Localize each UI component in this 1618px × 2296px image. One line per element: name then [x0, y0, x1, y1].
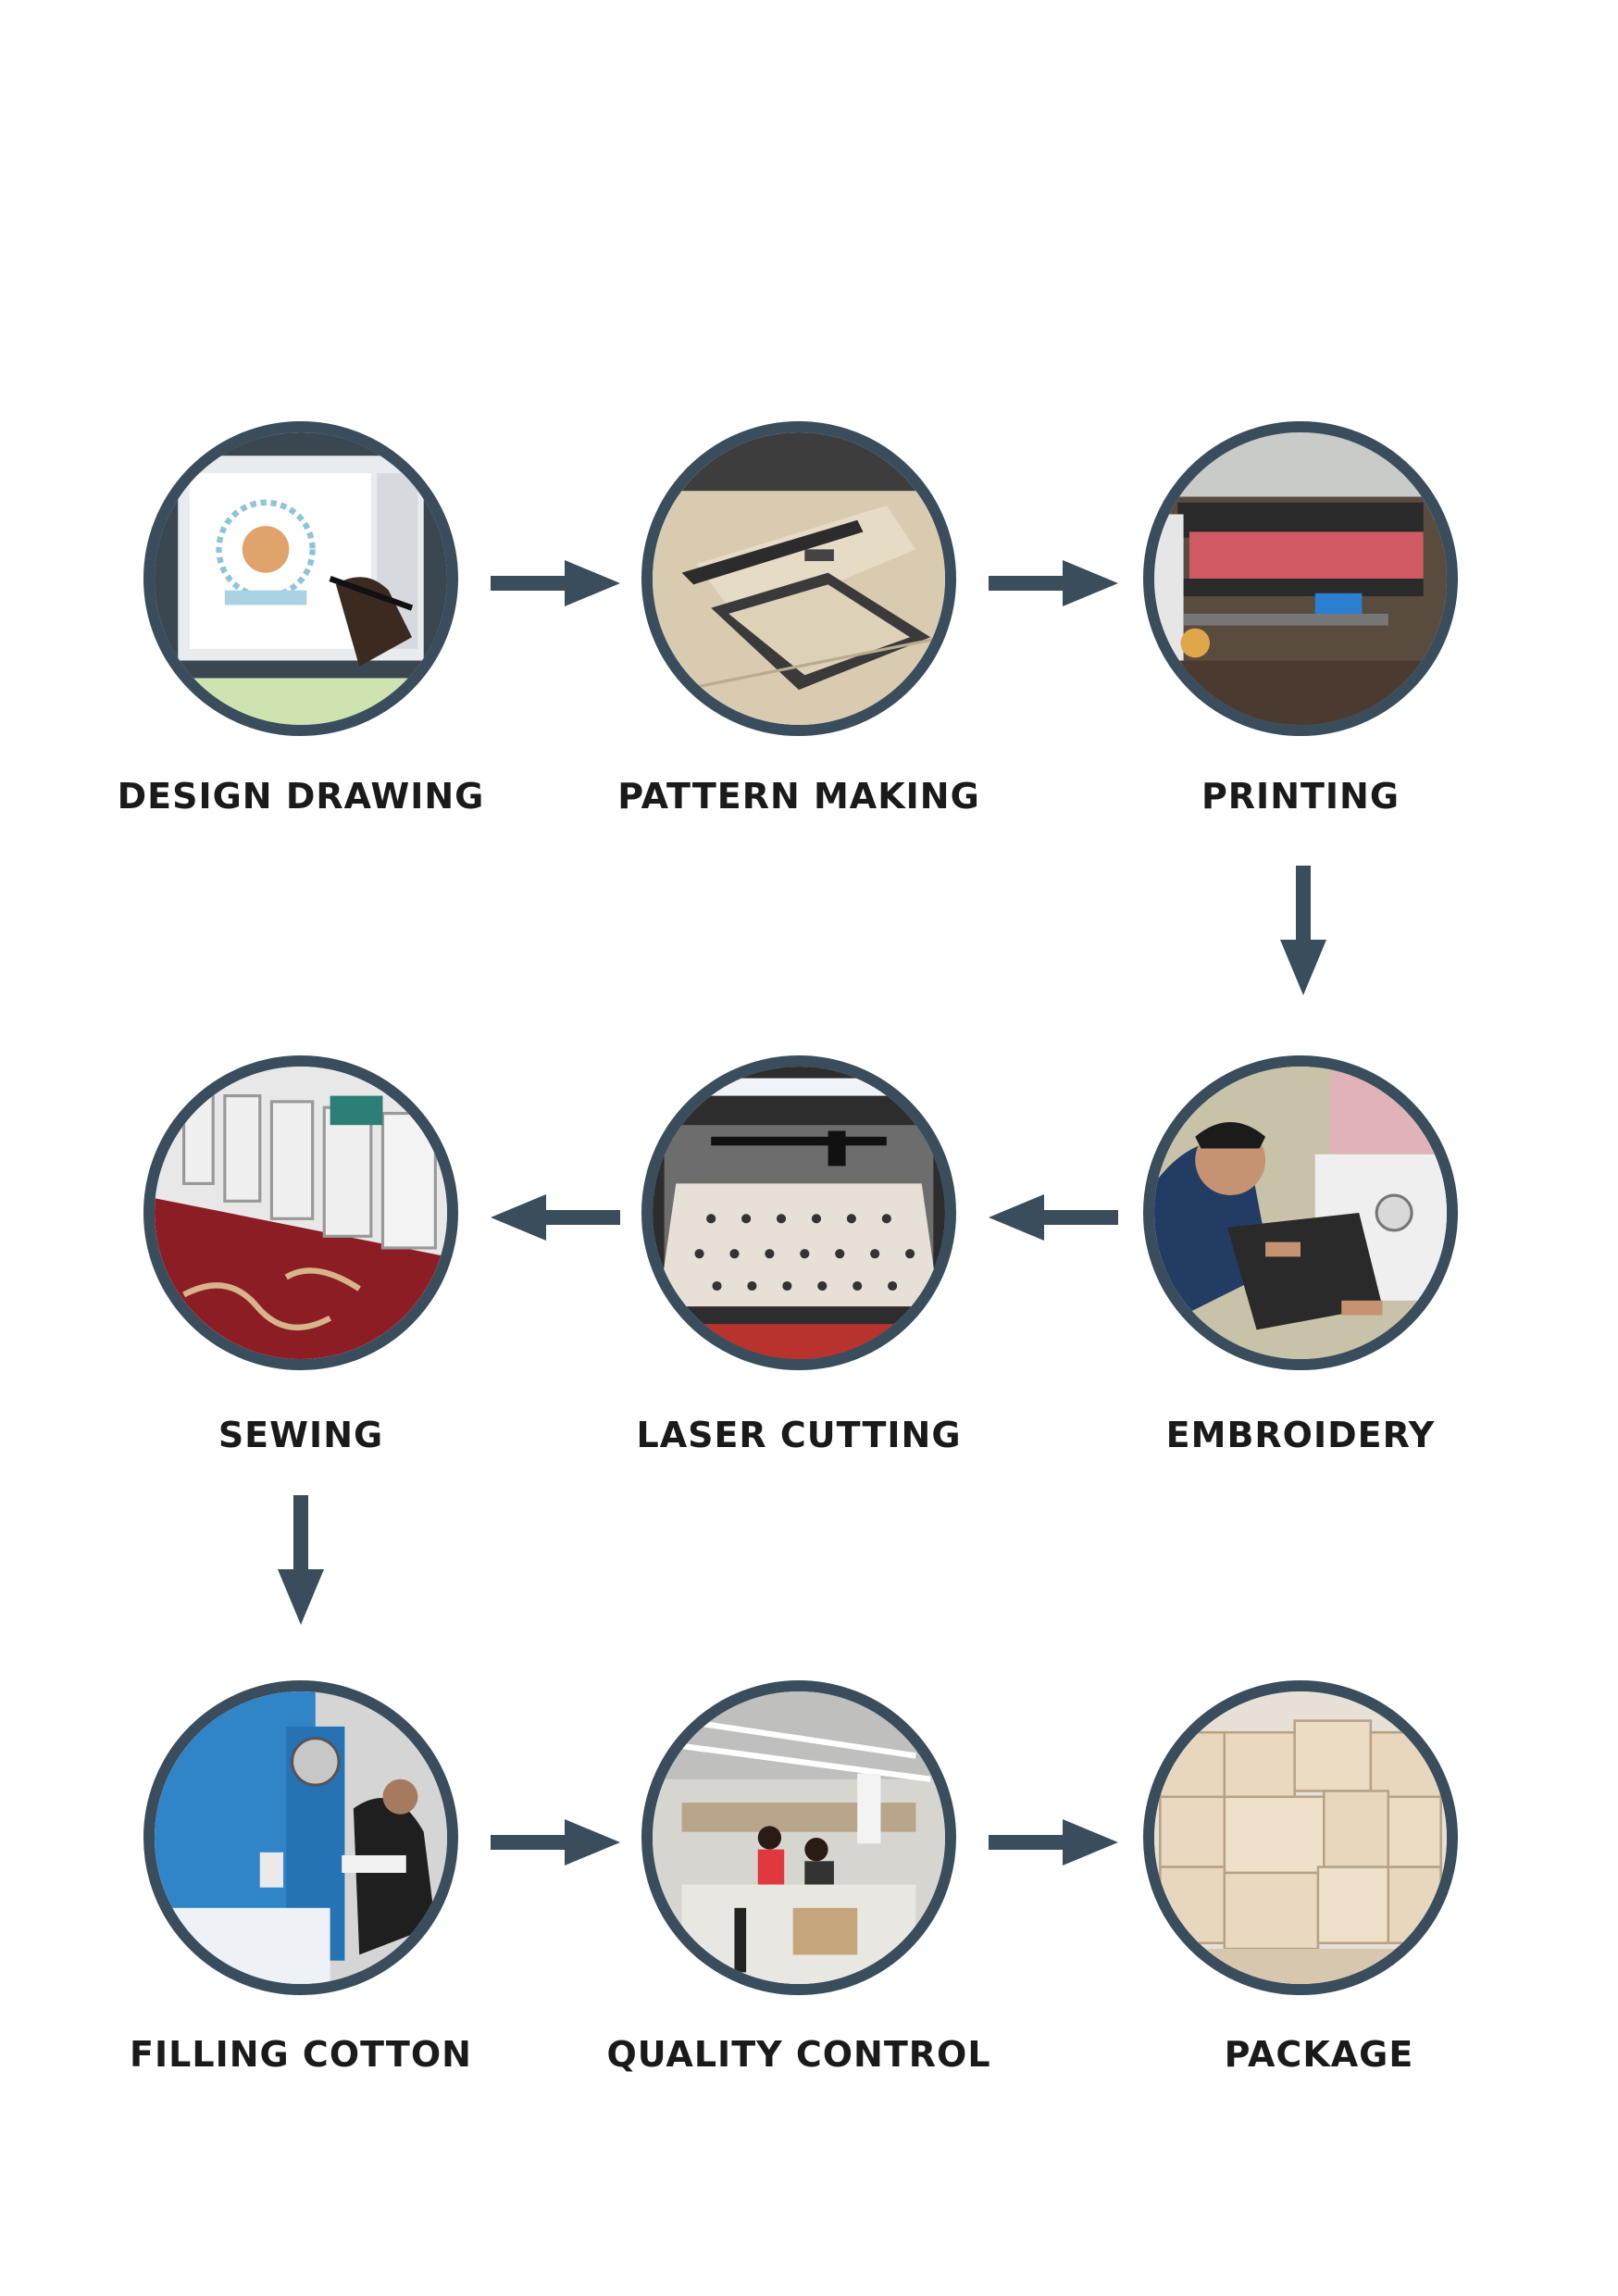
arrow-left-icon [989, 1194, 1118, 1241]
pattern-making-photo [641, 421, 956, 736]
step-printing [1143, 421, 1458, 736]
arrow-down-icon [278, 1495, 324, 1625]
step-quality-control [641, 1680, 956, 1995]
design-drawing-photo [143, 421, 458, 736]
step-sewing [143, 1055, 458, 1370]
step-label-printing: PRINTING [1201, 776, 1400, 817]
quality-control-photo [641, 1680, 956, 1995]
step-label-laser-cutting: LASER CUTTING [636, 1415, 962, 1455]
sewing-photo [143, 1055, 458, 1370]
arrow-right-icon [989, 560, 1118, 606]
arrow-right-icon [989, 1819, 1118, 1866]
arrow-down-icon [1280, 866, 1326, 995]
step-label-package: PACKAGE [1224, 2034, 1414, 2075]
step-label-quality-control: QUALITY CONTROL [606, 2034, 991, 2075]
step-filling-cotton [143, 1680, 458, 1995]
step-label-filling-cotton: FILLING COTTON [130, 2034, 472, 2075]
step-pattern-making [641, 421, 956, 736]
embroidery-photo [1143, 1055, 1458, 1370]
step-laser-cutting [641, 1055, 956, 1370]
laser-cutting-photo [641, 1055, 956, 1370]
package-photo [1143, 1680, 1458, 1995]
step-design-drawing [143, 421, 458, 736]
step-package [1143, 1680, 1458, 1995]
arrow-right-icon [491, 1819, 620, 1866]
step-label-design-drawing: DESIGN DRAWING [117, 776, 485, 817]
step-embroidery [1143, 1055, 1458, 1370]
arrow-right-icon [491, 560, 620, 606]
printing-photo [1143, 421, 1458, 736]
arrow-left-icon [491, 1194, 620, 1241]
step-label-pattern-making: PATTERN MAKING [617, 776, 980, 817]
step-label-embroidery: EMBROIDERY [1165, 1415, 1436, 1455]
filling-cotton-photo [143, 1680, 458, 1995]
step-label-sewing: SEWING [218, 1415, 384, 1455]
